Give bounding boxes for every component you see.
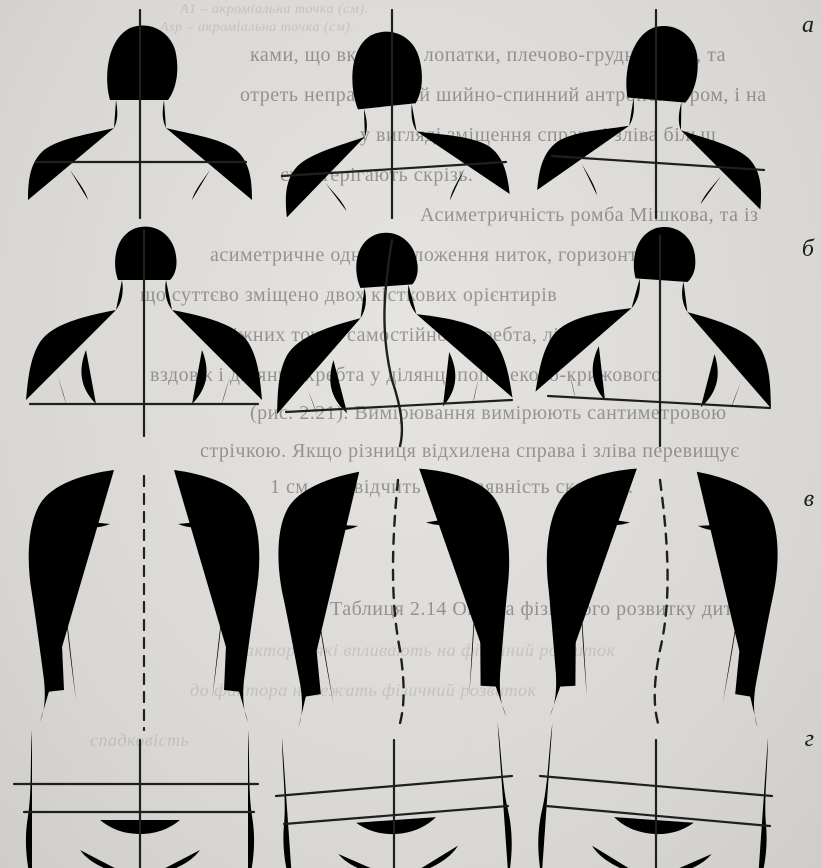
figure-d-pelvic-tilt-left <box>276 722 514 868</box>
figure-d-pelvic-tilt-right <box>536 722 774 868</box>
figure-a-tilted-right <box>537 10 775 218</box>
figure-b-scoliosis-right <box>535 219 783 446</box>
figure-a-tilted-left <box>269 10 510 218</box>
figure-b-normal <box>26 227 262 436</box>
figure-b-scoliosis-left <box>265 225 513 446</box>
figure-c-waist-asymmetry-right <box>538 464 781 730</box>
figure-a-normal <box>28 10 252 218</box>
figure-c-normal <box>29 470 260 730</box>
figure-d-normal <box>14 730 258 868</box>
figure-c-waist-asymmetry-left <box>274 464 517 730</box>
